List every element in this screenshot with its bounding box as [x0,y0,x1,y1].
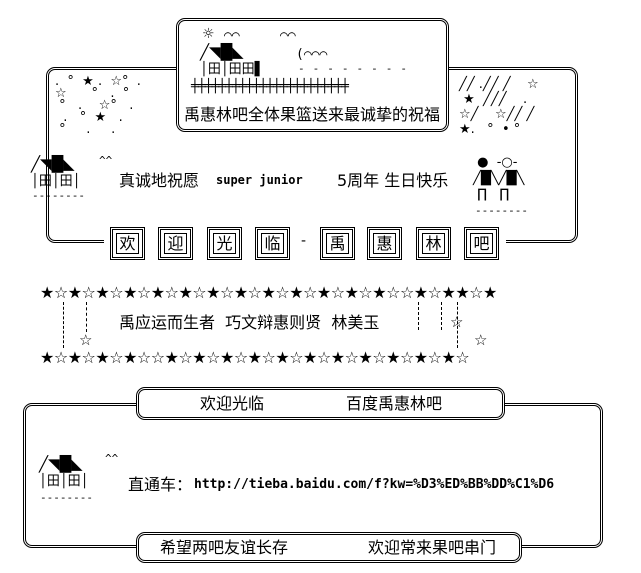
house-ground-line: -------- [40,491,93,504]
header-left-text: 欢迎光临 [200,394,265,413]
house-icon: ╱◥█◣ [39,455,83,473]
tieba-link[interactable]: http://tieba.baidu.com/f?kw=%D3%ED%BB%DD… [194,477,555,492]
welcome-tile: 林 [416,227,451,260]
greeting-suffix: 5周年 生日快乐 [337,171,449,190]
bottom-header-box: 欢迎光临 百度禹惠林吧 [136,387,505,420]
fence-icon: ╪╪╪╪╪╪╪╪╪╪╪╪╪╪╪╪╪╪╪╪╪╪╪ [191,79,349,94]
welcome-tile: 临 [255,227,290,260]
tile-separator: - [301,233,307,249]
hanging-star-icon: ☆ [79,331,93,349]
hanging-line [86,302,87,332]
footer-right-text: 欢迎常来果吧串门 [368,538,497,557]
house-ground-line: -------- [32,189,85,202]
hanging-line [457,302,458,348]
house-windows-icon: │田│田田▌ [200,62,265,77]
header-right-text: 百度禹惠林吧 [346,394,443,413]
house-icon: ╱◥█◣ [31,155,75,173]
cloud-icon: ⌒⌒ [280,28,296,43]
rain-stars-decoration: ╱╱ .╱╱ ╱ ☆ ★ ╱╱╱ . ☆╱ ☆╱╱ ╱ ★. ° • ° [459,77,539,137]
hanging-star-icon: ☆ [450,313,464,331]
lower-frame [23,403,603,548]
cloud-icon: ⌒⌒ [224,28,240,43]
couple-ground-line: -------- [475,204,528,217]
bottom-footer-box: 希望两吧友谊长存 欢迎常来果吧串门 [136,532,522,563]
greeting-prefix: 真诚地祝愿 [119,171,200,190]
sun-icon: ☼ [202,26,215,42]
welcome-tile: 禹 [320,227,355,260]
link-label: 直通车： [128,475,193,494]
couple-icon: ● -○- ╱█╲╱█╲ ∏ ∏ [473,155,525,202]
house-windows-icon: │田│田│ [39,474,89,489]
hanging-line [441,302,442,330]
footer-left-text: 希望两吧友谊长存 [160,538,289,557]
welcome-tile: 光 [207,227,242,260]
greeting-name: super junior [216,173,303,187]
caret-icon: ^^ [99,154,113,167]
star-row-top: ★☆★☆★☆★☆★☆★☆★☆★☆★☆★☆★☆★☆★☆☆★☆★★☆★ [40,283,497,302]
hanging-star-icon: ☆ [474,331,488,349]
hanging-line [418,302,419,330]
night-stars-decoration: . ° ★ . ☆° . ☆ ° . ° ° . ☆° . . ° ★ . ° … [55,74,141,137]
caret-icon: ^^ [105,452,119,465]
house-roof-icon: ╱◥█◣ [200,43,244,61]
star-row-bottom: ★☆★☆★☆★☆☆★☆★☆★☆★☆★☆★☆★☆★☆★☆★☆★☆ [40,348,470,367]
house-windows-icon: │田│田│ [31,174,81,189]
top-box: ☼ ⌒⌒ ⌒⌒ (⌒⌒⌒ -------- ╱◥█◣ │田│田田▌ ╪╪╪╪╪╪… [176,18,449,132]
welcome-tile: 欢 [110,227,145,260]
welcome-tile: 迎 [158,227,193,260]
top-box-title: 禹惠林吧全体果篮送来最诚挚的祝福 [184,105,441,124]
welcome-tile: 吧 [464,227,499,260]
cloud-line: -------- [298,62,415,75]
cloud-icon: (⌒⌒⌒ [296,47,328,62]
welcome-tile: 惠 [367,227,402,260]
hanging-line [63,302,64,348]
motto: 禹应运而生者 巧文辩惠则贤 林美玉 [119,313,380,332]
